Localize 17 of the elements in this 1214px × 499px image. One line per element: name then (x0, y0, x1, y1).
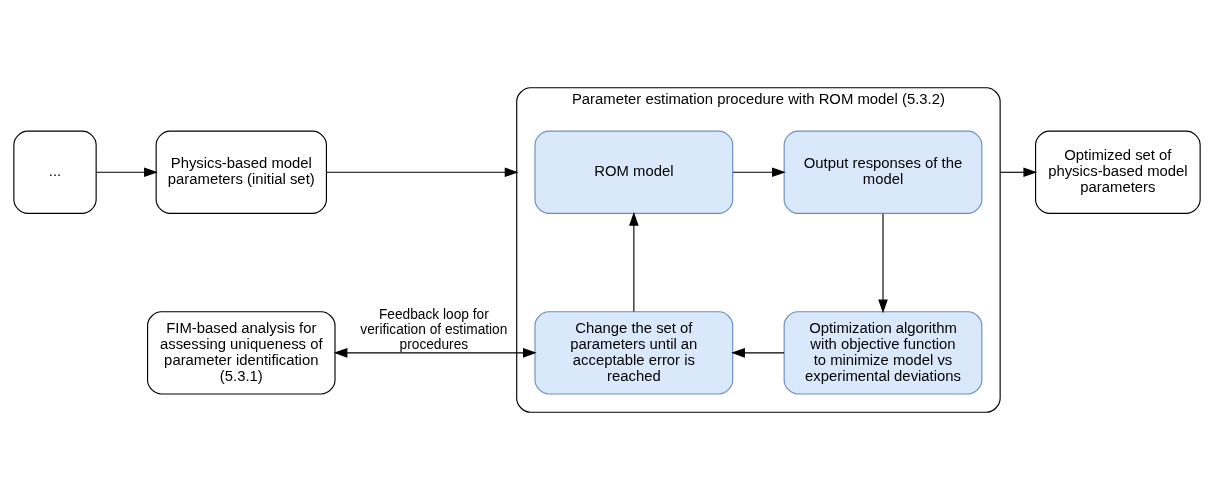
node-box: Optimization algorithm with objective function to minimize model vs experimental deviations (783, 310, 983, 395)
arrow (95, 167, 158, 177)
edge-label: Feedback loop for verification of estimation procedures (360, 306, 508, 352)
arrow (878, 212, 888, 313)
arrow (326, 167, 519, 177)
node-box: ... (13, 130, 97, 214)
arrow (629, 211, 639, 312)
arrow (333, 347, 537, 358)
node-box: ROM model (534, 130, 734, 214)
node-box: FIM-based analysis for assessing uniqueness of parameter identification (5.3.1) (147, 310, 336, 395)
node-box: Physics-based model parameters (initial set) (155, 130, 327, 214)
arrow (731, 347, 785, 358)
arrow (732, 167, 786, 177)
node-box: Change the set of parameters until an acceptable error is reached (534, 310, 734, 395)
arrow (999, 167, 1038, 177)
node-box: Output responses of the model (783, 130, 983, 214)
node-box: Optimized set of physics-based model parameters (1035, 130, 1201, 214)
